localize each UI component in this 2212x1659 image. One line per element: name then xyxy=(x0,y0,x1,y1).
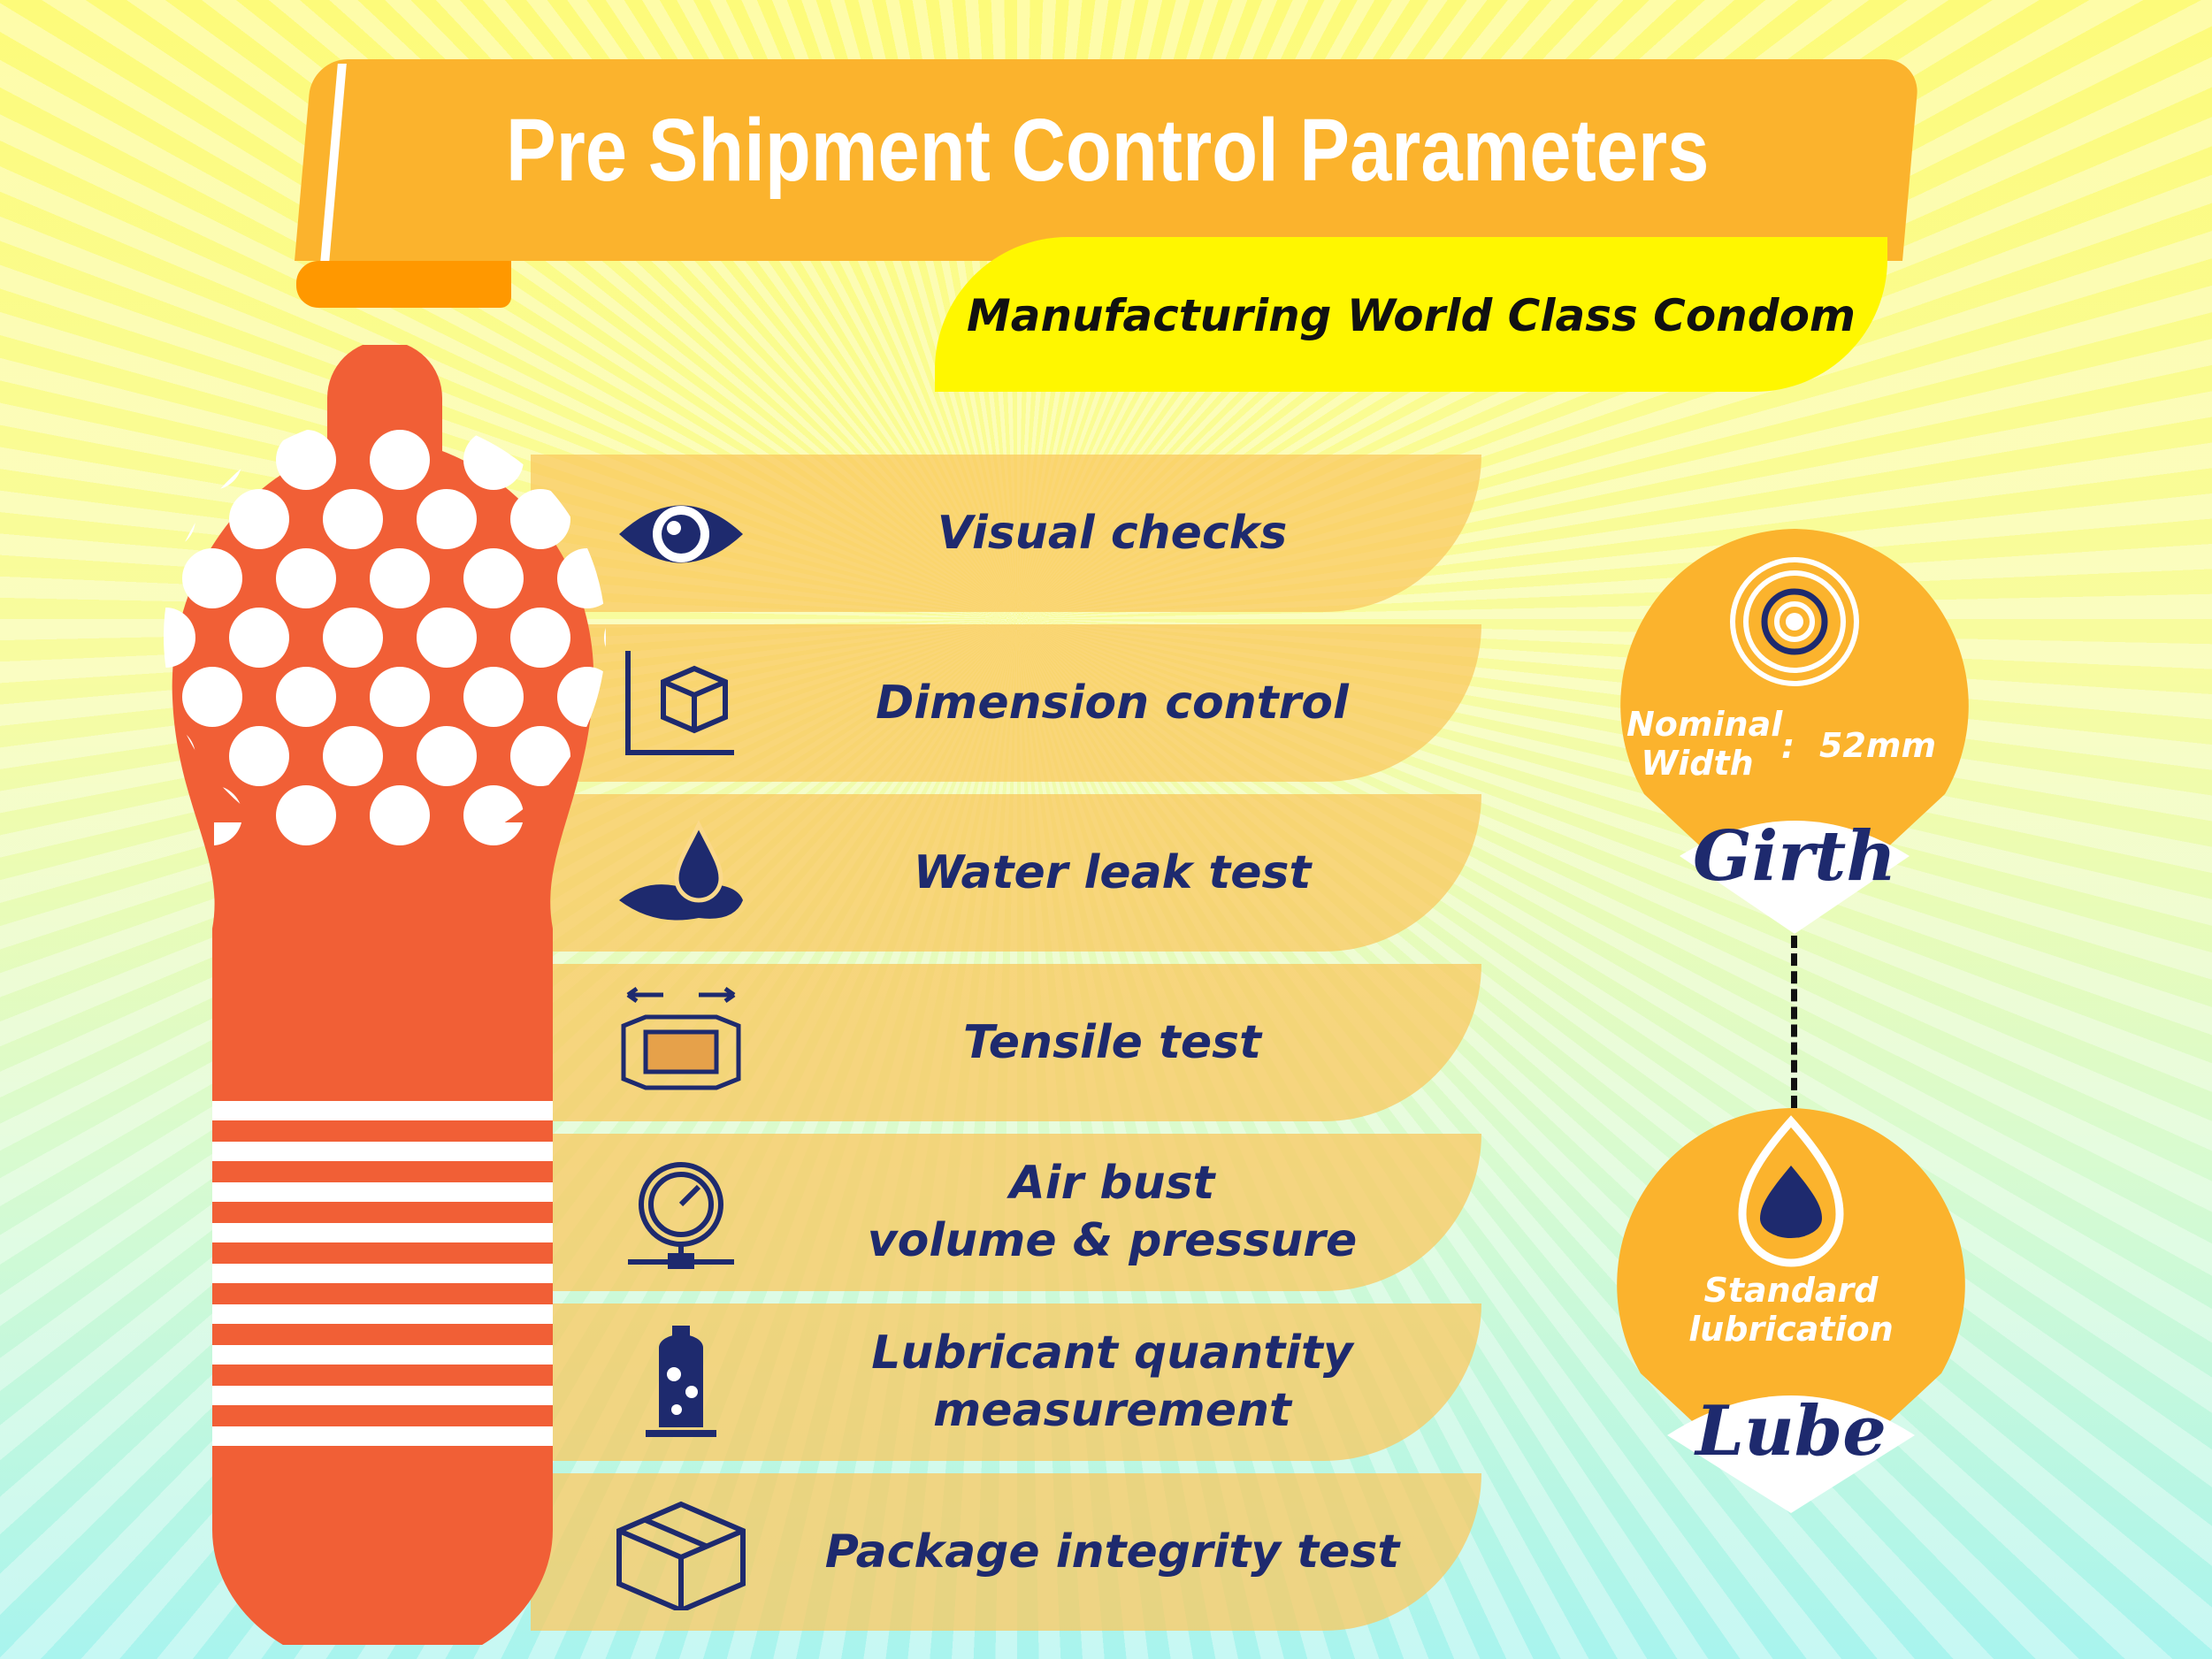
girth-pin: Nominal Width : 52mm Girth xyxy=(1618,529,1971,936)
dashed-connector xyxy=(1791,936,1797,1108)
girth-script: Girth xyxy=(1692,816,1897,897)
package-box-icon xyxy=(616,1501,746,1610)
pin-shape xyxy=(1620,529,1969,934)
stripe xyxy=(212,1264,553,1283)
lube-pin: Standard lubrication Lube xyxy=(1614,1108,1968,1515)
parameter-label: Visual checks xyxy=(937,506,1288,560)
dot xyxy=(417,489,477,549)
dot xyxy=(463,430,524,490)
banner-tab xyxy=(296,261,511,308)
parameter-label: Water leak test xyxy=(913,845,1312,899)
parameter-row: Water leak test xyxy=(531,794,1481,952)
stripe xyxy=(212,1223,553,1242)
dot xyxy=(510,489,570,549)
dot xyxy=(417,726,477,786)
eye-icon xyxy=(619,505,743,563)
parameter-label: Tensile test xyxy=(963,1015,1261,1069)
dot xyxy=(417,608,477,668)
dot xyxy=(323,726,383,786)
dot xyxy=(276,548,336,608)
dot xyxy=(510,608,570,668)
lube-script: Lube xyxy=(1695,1391,1887,1472)
girth-separator: : xyxy=(1781,727,1795,766)
dot xyxy=(604,608,606,668)
dot xyxy=(557,667,606,727)
stripe xyxy=(212,1182,553,1202)
parameter-row: Tensile test xyxy=(531,964,1481,1121)
dot xyxy=(557,430,606,490)
dot xyxy=(182,548,242,608)
stretch-icon xyxy=(621,986,741,1090)
dot xyxy=(510,726,570,786)
water-drop-icon xyxy=(619,820,743,921)
dot xyxy=(323,608,383,668)
dot xyxy=(229,489,289,549)
parameter-row: Visual checks xyxy=(531,455,1481,612)
dot xyxy=(276,785,336,845)
subtitle-background xyxy=(935,237,1887,392)
pin-shape xyxy=(1617,1108,1965,1513)
stripe xyxy=(212,1101,553,1120)
dot xyxy=(229,608,289,668)
stripe xyxy=(212,1142,553,1161)
dot xyxy=(370,548,430,608)
stripe xyxy=(212,1386,553,1405)
dot xyxy=(370,667,430,727)
page-title: Pre Shipment Control Parameters xyxy=(505,101,1710,200)
page-subtitle: Manufacturing World Class Condom xyxy=(966,290,1856,341)
parameter-row: Lubricant quantity measurement xyxy=(531,1304,1481,1461)
condom-illustration xyxy=(164,345,606,1645)
parameter-label: Dimension control xyxy=(876,676,1349,730)
dot xyxy=(604,726,606,786)
dot xyxy=(182,430,242,490)
parameter-label: Lubricant quantity measurement xyxy=(871,1326,1353,1437)
parameter-row: Air bust volume & pressure xyxy=(531,1134,1481,1291)
parameter-row: Dimension control xyxy=(531,624,1481,782)
parameter-label: Package integrity test xyxy=(824,1525,1400,1579)
dot xyxy=(604,489,606,549)
dot xyxy=(182,667,242,727)
dot xyxy=(276,667,336,727)
parameter-row: Package integrity test xyxy=(531,1473,1481,1631)
dot xyxy=(370,785,430,845)
dot xyxy=(229,726,289,786)
dot xyxy=(164,608,195,668)
stripe xyxy=(212,1345,553,1365)
dot xyxy=(164,489,195,549)
dot xyxy=(276,430,336,490)
girth-label: Nominal Width xyxy=(1626,705,1783,783)
stripe xyxy=(212,1426,553,1446)
pressure-gauge-icon xyxy=(628,1162,734,1269)
dot xyxy=(370,430,430,490)
lubricant-bottle-icon xyxy=(646,1326,716,1437)
girth-value: 52mm xyxy=(1819,726,1937,765)
lube-label: Standard lubrication xyxy=(1688,1271,1894,1349)
dot xyxy=(463,548,524,608)
dot xyxy=(463,785,524,845)
dot xyxy=(323,489,383,549)
stripe xyxy=(212,1304,553,1324)
cube-axes-icon xyxy=(625,651,734,755)
parameter-label: Air bust volume & pressure xyxy=(867,1157,1358,1267)
dot xyxy=(463,667,524,727)
page-title-container: Pre Shipment Control Parameters xyxy=(303,88,1911,212)
dot xyxy=(557,548,606,608)
